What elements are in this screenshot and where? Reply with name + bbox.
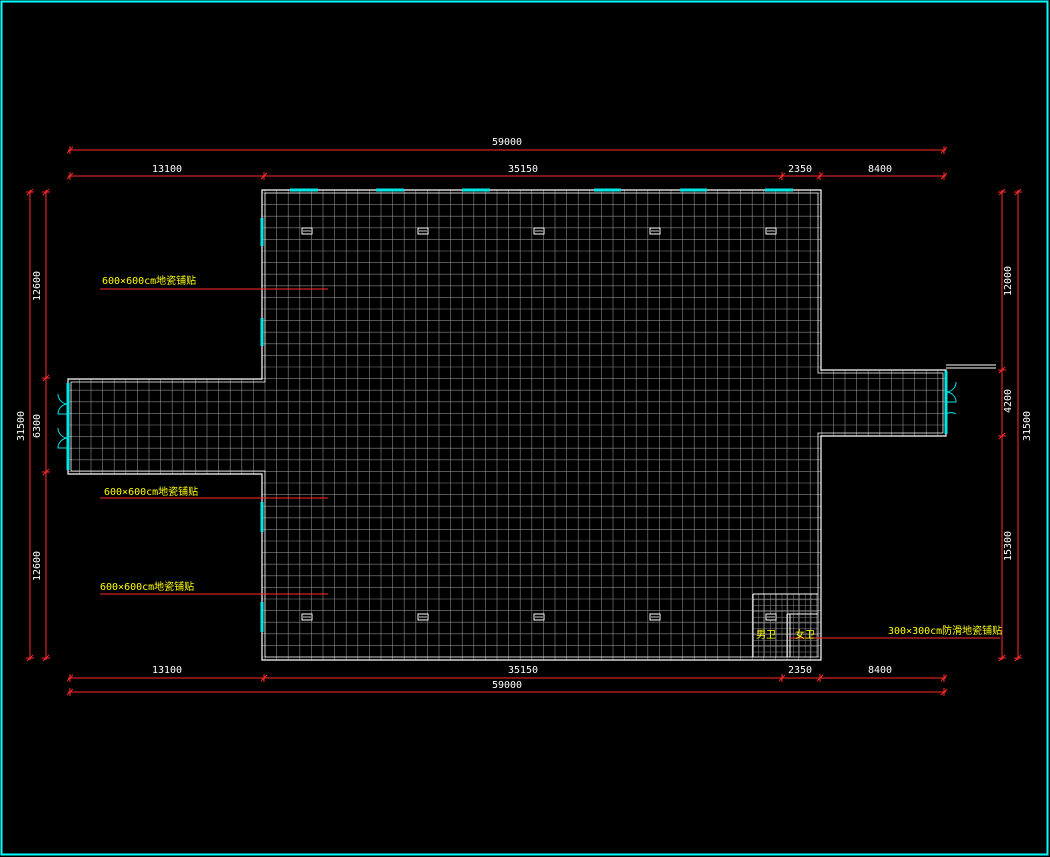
annotation-toilet-tile: 300×300cm防滑地瓷铺贴 <box>888 624 1002 637</box>
dim-tick <box>778 674 786 682</box>
dim-tick <box>66 146 74 154</box>
dim-tick <box>1014 654 1022 662</box>
light-fixture-icon <box>649 227 661 235</box>
dim-top-seg-4: 8400 <box>868 164 892 175</box>
door-swing-icon <box>57 371 957 470</box>
dim-bottom-seg-4: 8400 <box>868 665 892 676</box>
dim-tick <box>42 654 50 662</box>
dim-right-seg-3: 15300 <box>1003 531 1014 561</box>
light-fixture-icon <box>765 613 777 621</box>
light-fixture-icon <box>417 613 429 621</box>
dimension-texts: 59000 13100 35150 2350 8400 13100 35150 … <box>16 137 1033 691</box>
room-label-mens-toilet: 男卫 <box>756 629 776 641</box>
dim-right-seg-2: 4200 <box>1003 389 1014 413</box>
dim-left-seg-3: 12600 <box>32 551 43 581</box>
light-fixture-icon <box>649 613 661 621</box>
dim-tick <box>940 172 948 180</box>
dim-tick <box>816 172 824 180</box>
dim-tick <box>260 172 268 180</box>
building-outline-inner <box>70 192 944 658</box>
dim-top-seg-3: 2350 <box>788 164 812 175</box>
dim-tick <box>816 674 824 682</box>
floor-tile-grid <box>68 190 946 660</box>
dim-tick <box>940 688 948 696</box>
dim-top-seg-2: 35150 <box>508 164 538 175</box>
annotation-tile-2: 600×600cm地瓷铺贴 <box>104 485 198 498</box>
light-fixture-icon <box>417 227 429 235</box>
dim-right-total: 31500 <box>1022 411 1033 441</box>
dim-bottom-seg-2: 35150 <box>508 665 538 676</box>
building-outline-outer <box>67 189 947 661</box>
dim-tick <box>26 654 34 662</box>
dim-right-seg-1: 12000 <box>1003 266 1014 296</box>
dim-tick <box>66 172 74 180</box>
light-fixture-icon <box>533 613 545 621</box>
dim-bottom-seg-1: 13100 <box>152 665 182 676</box>
toilet-partition <box>752 593 818 657</box>
dim-tick <box>940 146 948 154</box>
windows <box>260 188 793 632</box>
annotation-tile-1: 600×600cm地瓷铺贴 <box>102 274 196 287</box>
dim-left-seg-2: 6300 <box>32 414 43 438</box>
dim-tick <box>998 366 1006 374</box>
dim-tick <box>66 688 74 696</box>
dim-left-seg-1: 12600 <box>32 271 43 301</box>
toilet-tile-grid <box>752 593 818 657</box>
light-fixtures <box>301 227 777 621</box>
dim-tick <box>42 468 50 476</box>
annotation-tile-3: 600×600cm地瓷铺贴 <box>100 580 194 593</box>
dim-bottom-seg-3: 2350 <box>788 665 812 676</box>
dim-tick <box>998 188 1006 196</box>
dim-tick <box>778 172 786 180</box>
dim-tick <box>42 374 50 382</box>
light-fixture-icon <box>765 227 777 235</box>
light-fixture-icon <box>301 613 313 621</box>
dim-top-seg-1: 13100 <box>152 164 182 175</box>
room-label-womens-toilet: 女卫 <box>795 628 815 641</box>
dim-tick <box>1014 188 1022 196</box>
exterior-line <box>946 364 996 369</box>
dim-tick <box>42 188 50 196</box>
light-fixture-icon <box>533 227 545 235</box>
dim-tick <box>260 674 268 682</box>
dim-left-total: 31500 <box>16 411 27 441</box>
dim-tick <box>998 654 1006 662</box>
dim-tick <box>66 674 74 682</box>
dim-bottom-total: 59000 <box>492 680 522 691</box>
light-fixture-icon <box>301 227 313 235</box>
dim-tick <box>940 674 948 682</box>
dimension-lines <box>26 146 1022 696</box>
dim-top-total: 59000 <box>492 137 522 148</box>
dim-tick <box>998 432 1006 440</box>
dim-tick <box>26 188 34 196</box>
annotations: 600×600cm地瓷铺贴 600×600cm地瓷铺贴 600×600cm地瓷铺… <box>100 274 1002 641</box>
